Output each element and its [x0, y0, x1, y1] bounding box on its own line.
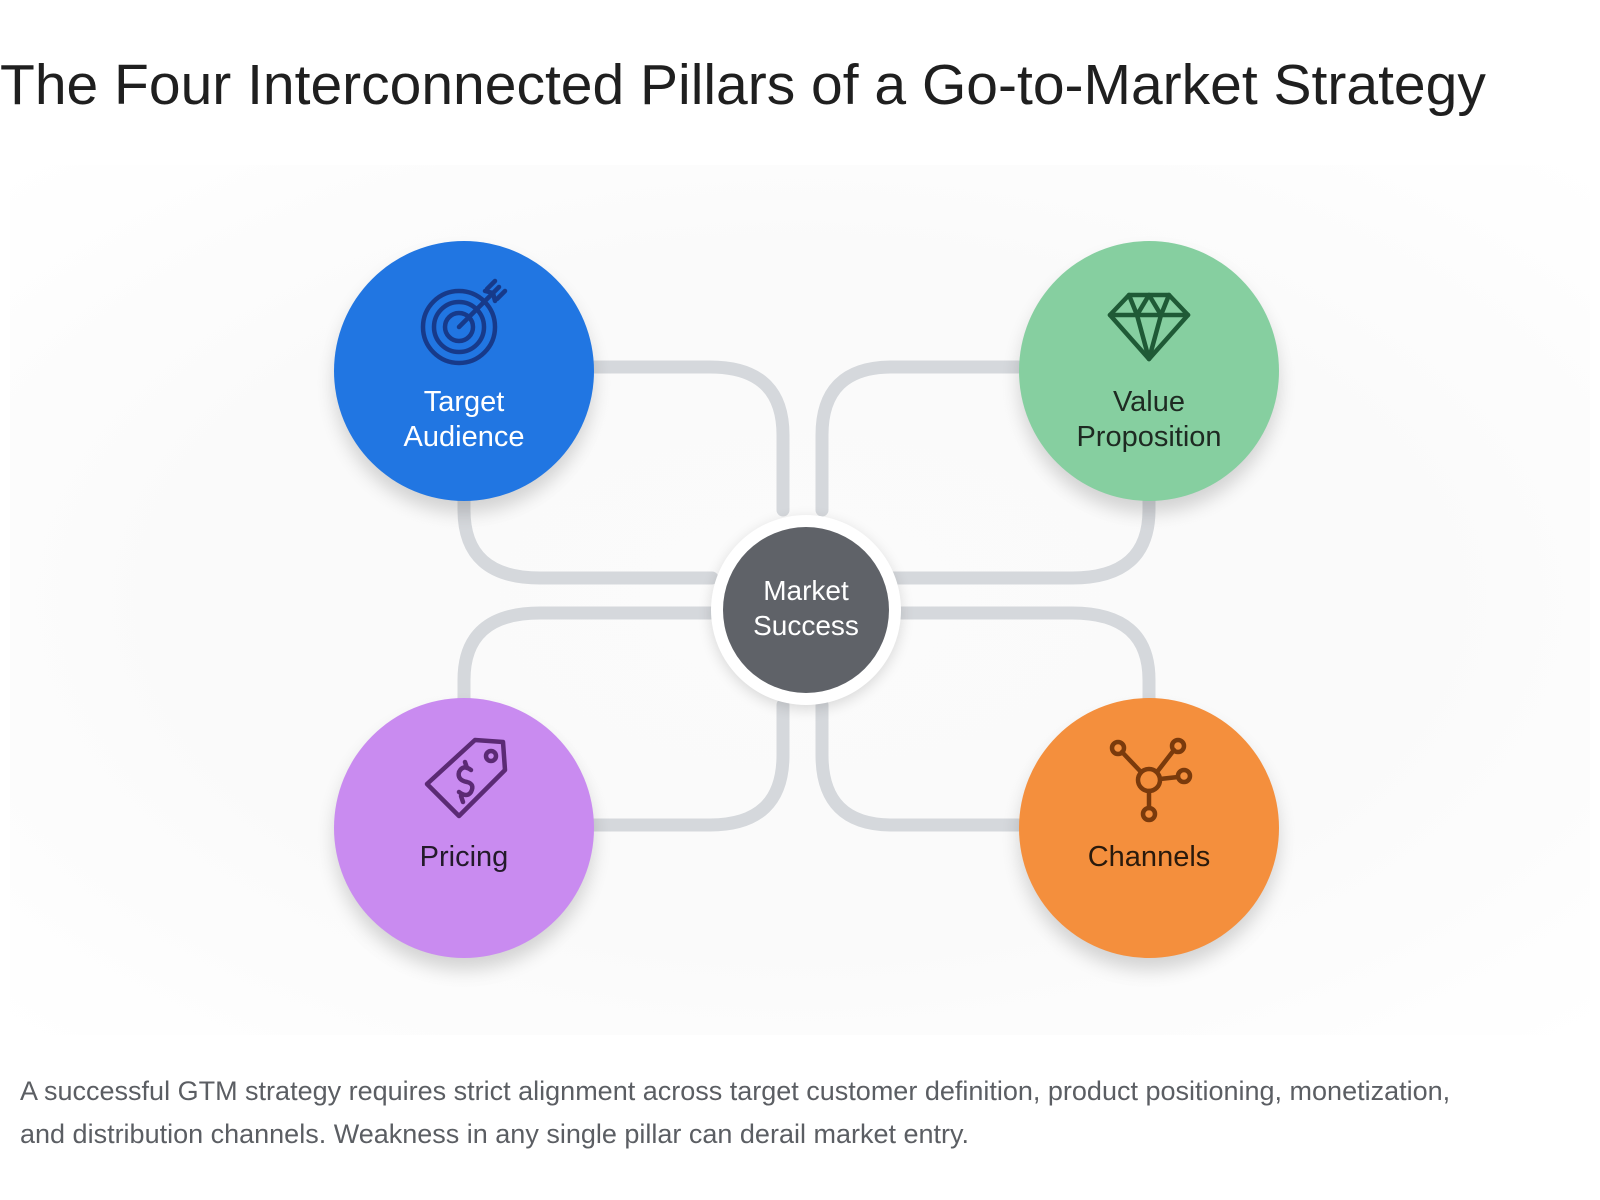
caption: A successful GTM strategy requires stric… — [20, 1076, 1451, 1149]
diamond-icon — [1107, 292, 1191, 362]
pillar-value-proposition: Value Proposition — [1019, 241, 1279, 501]
pillar-label: Channels — [1087, 841, 1211, 873]
connector-pricing-top — [457, 606, 719, 707]
pillar-channels: Channels — [1019, 698, 1279, 958]
pillar-pricing: Pricing — [334, 698, 594, 958]
connector-lines — [457, 360, 1156, 832]
connector-channels-bottom — [815, 698, 1025, 832]
pillars-diagram: Target Audience Value Proposition — [0, 165, 1600, 1045]
pillar-label: Value Proposition — [1076, 386, 1222, 453]
connector-pricing-bottom — [583, 698, 790, 832]
pillar-label: Target Audience — [403, 386, 525, 453]
hub-label: Market Success — [753, 575, 859, 641]
hub-circle: Market Success — [723, 527, 889, 693]
pillar-target-audience: Target Audience — [334, 241, 594, 501]
connector-value-top — [815, 360, 1025, 517]
pillar-label: Pricing — [419, 841, 509, 873]
price-tag-icon — [424, 737, 508, 819]
hub-market-success: Market Success — [711, 515, 901, 705]
network-icon — [1109, 737, 1193, 823]
connector-audience-top — [583, 360, 790, 517]
connector-value-bottom — [885, 483, 1156, 585]
connector-audience-bottom — [457, 483, 719, 585]
connector-channels-top — [885, 606, 1156, 707]
page-title: The Four Interconnected Pillars of a Go-… — [0, 53, 1486, 117]
target-icon — [420, 278, 508, 366]
